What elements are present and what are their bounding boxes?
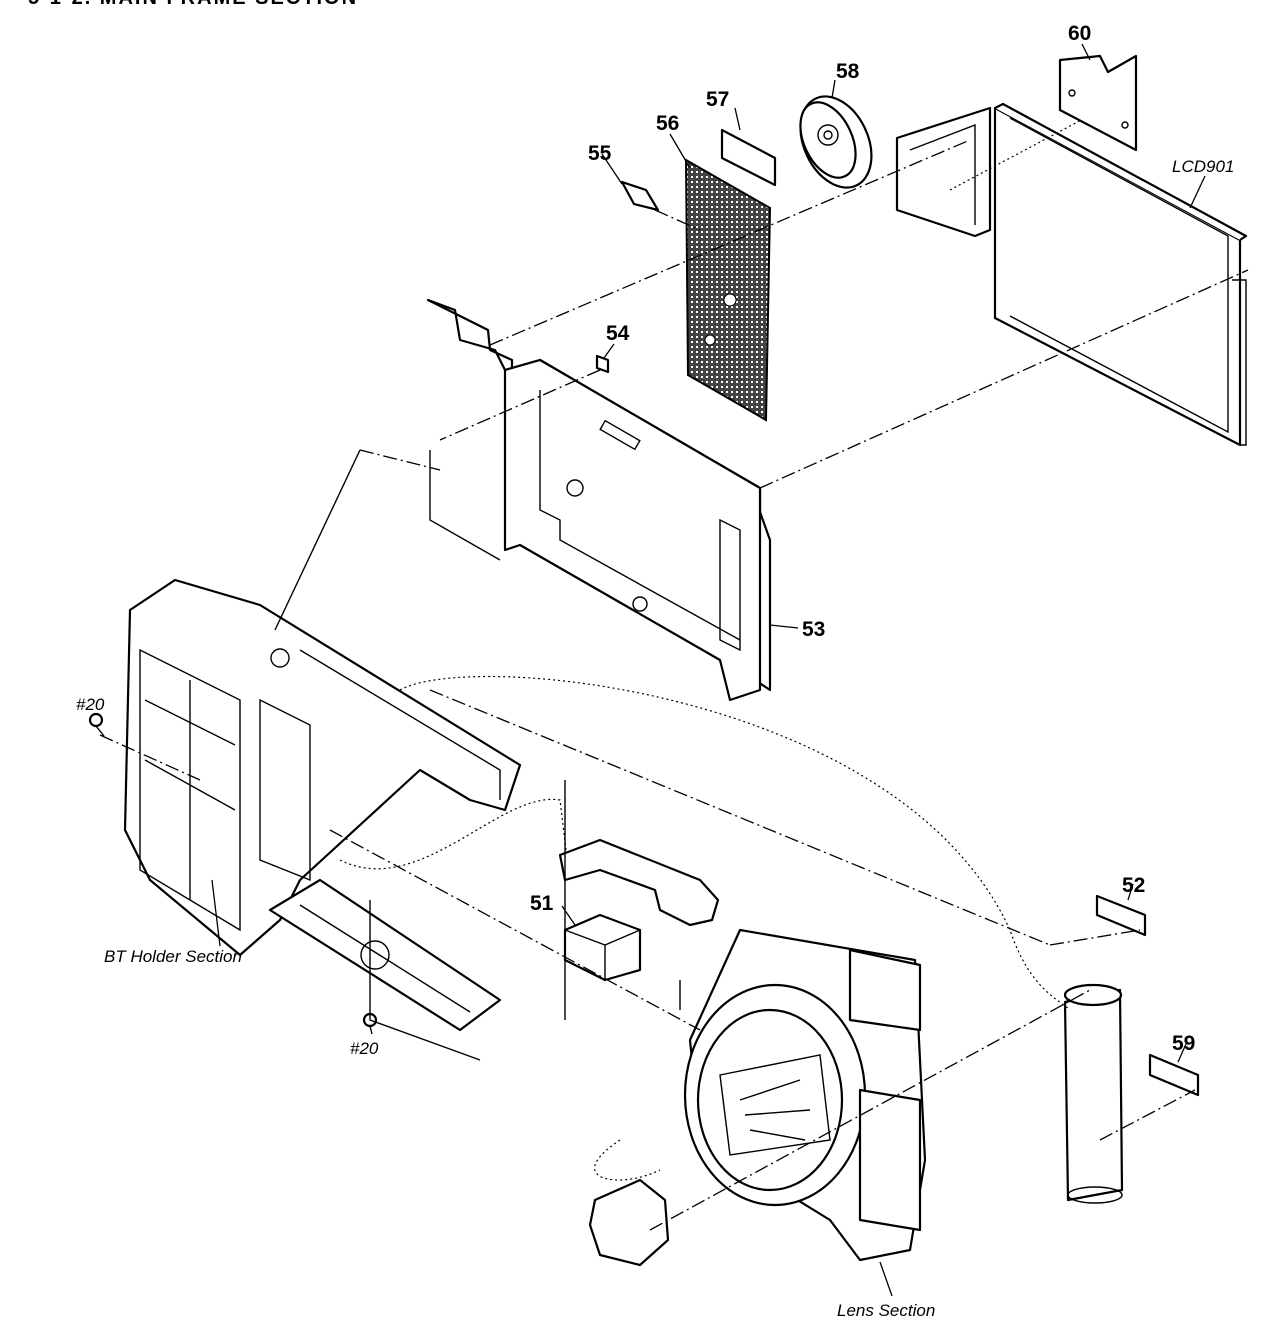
part-51-assembly [558,838,720,982]
lcd-panel [895,102,1248,447]
diagram-title: 5-1-2. MAIN FRAME SECTION [28,0,358,9]
bt-holder-body [123,578,522,957]
part-58-wheel [799,95,873,189]
callout-53: 53 [802,618,825,641]
part-54-clip [595,354,610,374]
part-60-sheet [1058,54,1138,152]
callout-54: 54 [606,322,630,345]
callout-57: 57 [706,88,729,111]
callout-60: 60 [1068,22,1091,45]
leader-lines [211,43,1206,1297]
section-label-bt-holder: BT Holder Section [104,947,242,966]
callout-52: 52 [1122,874,1145,897]
callout-55: 55 [588,142,612,165]
part-59-label [1148,1053,1200,1097]
bottom-rail [268,878,502,1032]
part-52-label [1095,894,1147,937]
part-57-label [720,128,777,187]
callout-51: 51 [530,892,554,915]
callout-58: 58 [836,60,860,83]
section-label-lens: Lens Section [837,1301,935,1320]
screw-20-upper [88,712,105,737]
part-53-main-frame [426,298,772,702]
part-56-board [684,158,772,422]
callout-59: 59 [1172,1032,1195,1055]
part-55-connector [620,180,660,212]
callout-56: 56 [656,112,679,135]
grip-cylinder [1063,983,1124,1204]
assembly-guide-lines [99,139,1249,1231]
lens-section [683,928,927,1262]
lens-cover-part [588,1178,670,1267]
callout-lcd901: LCD901 [1172,157,1234,176]
callout-screw-20-lower: #20 [350,1039,379,1058]
callout-screw-20-upper: #20 [76,695,105,714]
